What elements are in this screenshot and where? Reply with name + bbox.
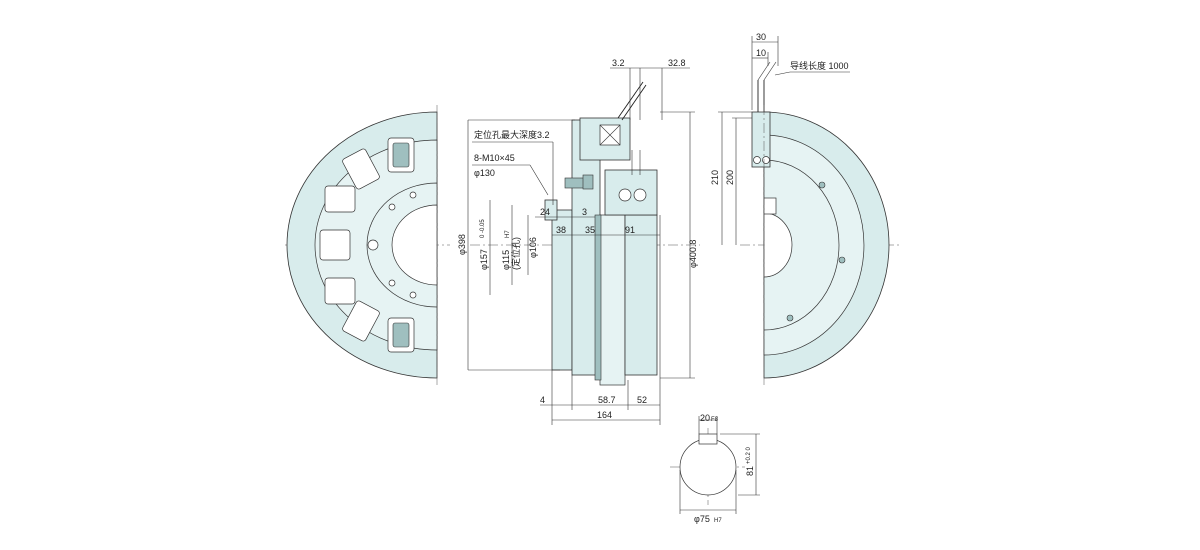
label-phi115: φ115 (501, 250, 511, 270)
label-91: 91 (625, 225, 635, 235)
label-phi157: φ157 (479, 249, 489, 270)
label-10: 10 (756, 48, 766, 58)
label-3-2: 3.2 (612, 58, 625, 68)
label-pos-hole-depth: 定位孔最大深度3.2 (474, 129, 550, 140)
label-lead-length: 导线长度 1000 (790, 60, 849, 71)
label-phi115-note: (定位孔) (510, 237, 521, 270)
label-38: 38 (556, 225, 566, 235)
label-key-81: 81 (745, 466, 755, 476)
label-4: 4 (540, 395, 545, 405)
center-side-section-view (467, 67, 700, 425)
coil-slots (319, 137, 415, 353)
left-half-front-view (285, 105, 450, 385)
label-200: 200 (725, 170, 735, 185)
label-24: 24 (540, 207, 550, 217)
label-bore-75: φ75 (694, 514, 710, 524)
label-phi400-8: φ400.8 (688, 240, 698, 268)
label-210: 210 (710, 170, 720, 185)
label-bore-75-fit: H7 (714, 518, 722, 524)
label-52: 52 (637, 395, 647, 405)
label-phi398: φ398 (457, 234, 467, 255)
label-58-7: 58.7 (598, 395, 616, 405)
label-phi130: φ130 (474, 168, 495, 178)
label-key-20: 20 (700, 413, 710, 423)
label-phi106: φ106 (528, 237, 538, 258)
label-32-8: 32.8 (668, 58, 686, 68)
right-half-rear-view (718, 36, 900, 385)
label-3: 3 (582, 207, 587, 217)
label-phi115-fit: H7 (505, 230, 511, 238)
label-bolt-spec: 8-M10×45 (474, 153, 515, 163)
label-30: 30 (756, 32, 766, 42)
bore-keyway-detail (670, 416, 760, 514)
label-phi157-tol: 0 -0.05 (480, 219, 486, 238)
label-key-81-tol: +0.2 0 (746, 446, 752, 464)
label-35: 35 (585, 225, 595, 235)
label-key-20-fit: F8 (711, 417, 719, 423)
label-164: 164 (597, 410, 612, 420)
dimension-labels: 定位孔最大深度3.2 8-M10×45 φ130 3.2 32.8 30 10 … (457, 32, 849, 524)
